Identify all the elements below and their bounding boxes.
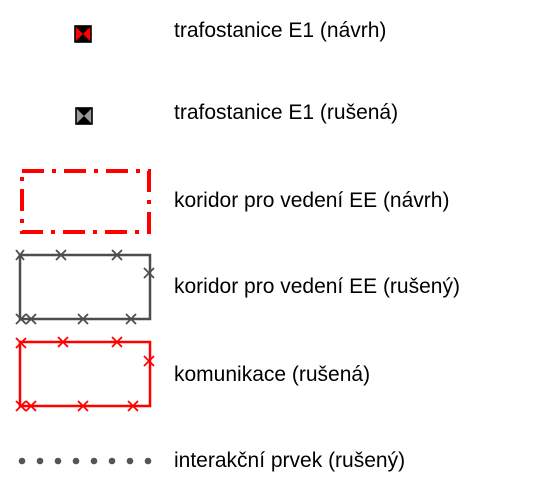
- legend-label: komunikace (rušená): [174, 363, 371, 386]
- interaction-element-cancelled-icon: [18, 457, 152, 465]
- legend-label: trafostanice E1 (rušená): [174, 101, 399, 124]
- legend-label: koridor pro vedení EE (návrh): [174, 189, 450, 212]
- transformer-station-proposed-icon: [74, 25, 92, 43]
- legend-label: koridor pro vedení EE (rušený): [174, 275, 460, 298]
- transformer-station-cancelled-icon: [75, 107, 93, 125]
- power-line-corridor-cancelled-icon: [15, 249, 155, 325]
- road-cancelled-icon: [15, 336, 155, 412]
- legend-label: trafostanice E1 (návrh): [174, 19, 387, 42]
- legend-label: interakční prvek (rušený): [174, 449, 406, 472]
- power-line-corridor-proposed-icon: [20, 169, 151, 234]
